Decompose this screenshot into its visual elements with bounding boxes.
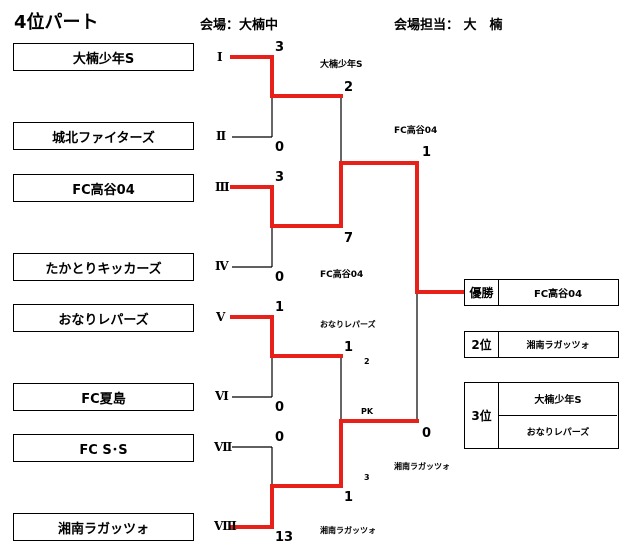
team-box-2: 城北ファイターズ bbox=[13, 122, 194, 150]
team-name: 城北ファイターズ bbox=[52, 130, 155, 146]
r1-winner-label-2: FC高谷04 bbox=[320, 270, 364, 280]
page-title: 4位パート bbox=[14, 12, 99, 33]
r1-score-7: 0 bbox=[275, 430, 285, 445]
seed-7: Ⅶ bbox=[214, 440, 233, 454]
runner-up-team: 湘南ラガッツォ bbox=[526, 341, 590, 351]
r1-score-4: 0 bbox=[275, 270, 285, 285]
runner-up-label: 2位 bbox=[465, 332, 499, 357]
team-name: たかとりキッカーズ bbox=[45, 261, 162, 277]
team-name: FC高谷04 bbox=[72, 182, 135, 198]
third-place-label: 3位 bbox=[465, 383, 499, 448]
seed-6: Ⅵ bbox=[215, 389, 229, 403]
third-place-box: 3位 大楠少年S おなりレパーズ bbox=[464, 382, 619, 449]
r1-score-5: 1 bbox=[275, 300, 285, 315]
team-name: FC S･S bbox=[79, 442, 128, 458]
seed-5: Ⅴ bbox=[216, 310, 226, 324]
seed-1: Ⅰ bbox=[217, 50, 223, 64]
venue-label: 会場：大楠中 bbox=[200, 18, 279, 33]
team-box-6: FC夏島 bbox=[13, 383, 194, 411]
r1-score-1: 3 bbox=[275, 40, 285, 55]
third-place-team-2: おなりレパーズ bbox=[526, 428, 590, 439]
r1-score-2: 0 bbox=[275, 140, 285, 155]
r2-winner-label-top: FC高谷04 bbox=[394, 126, 438, 136]
r1-winner-label-1: 大楠少年S bbox=[320, 60, 363, 70]
seed-8: Ⅷ bbox=[214, 519, 237, 533]
runner-up-box: 2位 湘南ラガッツォ bbox=[464, 331, 619, 358]
seed-4: Ⅳ bbox=[215, 259, 229, 273]
champion-team: FC高谷04 bbox=[533, 289, 583, 300]
pk-score-2: 3 bbox=[364, 473, 370, 482]
team-box-8: 湘南ラガッツォ bbox=[13, 513, 194, 541]
team-name: 湘南ラガッツォ bbox=[57, 521, 149, 537]
champion-box: 優勝 FC高谷04 bbox=[464, 279, 619, 306]
r1-score-6: 0 bbox=[275, 400, 285, 415]
final-score-bottom: 0 bbox=[422, 426, 432, 441]
team-box-5: おなりレパーズ bbox=[13, 304, 194, 332]
r2-score-bottom-1: 1 bbox=[344, 340, 354, 355]
r1-score-3: 3 bbox=[275, 170, 285, 185]
final-score-top: 1 bbox=[422, 145, 432, 160]
r1-winner-label-4: 湘南ラガッツォ bbox=[320, 526, 376, 535]
pk-score-1: 2 bbox=[364, 357, 370, 366]
r2-score-bottom-2: 1 bbox=[344, 490, 354, 505]
team-box-7: FC S･S bbox=[13, 434, 194, 462]
champion-label: 優勝 bbox=[465, 280, 499, 305]
pk-label: PK bbox=[361, 407, 374, 416]
r2-score-top-1: 2 bbox=[344, 80, 354, 95]
r2-winner-label-bottom: 湘南ラガッツォ bbox=[394, 462, 450, 471]
r2-score-top-2: 7 bbox=[344, 231, 354, 246]
third-place-team-1: 大楠少年S bbox=[499, 383, 617, 416]
team-box-3: FC高谷04 bbox=[13, 174, 194, 202]
r1-winner-label-3: おなりレパーズ bbox=[320, 320, 376, 329]
venue-manager-label: 会場担当： 大 楠 bbox=[394, 18, 503, 33]
team-box-4: たかとりキッカーズ bbox=[13, 253, 194, 281]
seed-3: Ⅲ bbox=[215, 180, 230, 194]
seed-2: Ⅱ bbox=[216, 129, 227, 143]
team-name: 大楠少年S bbox=[72, 51, 135, 67]
team-box-1: 大楠少年S bbox=[13, 43, 194, 71]
team-name: FC夏島 bbox=[81, 391, 126, 407]
team-name: おなりレパーズ bbox=[58, 312, 149, 328]
r1-score-8: 13 bbox=[275, 530, 294, 545]
